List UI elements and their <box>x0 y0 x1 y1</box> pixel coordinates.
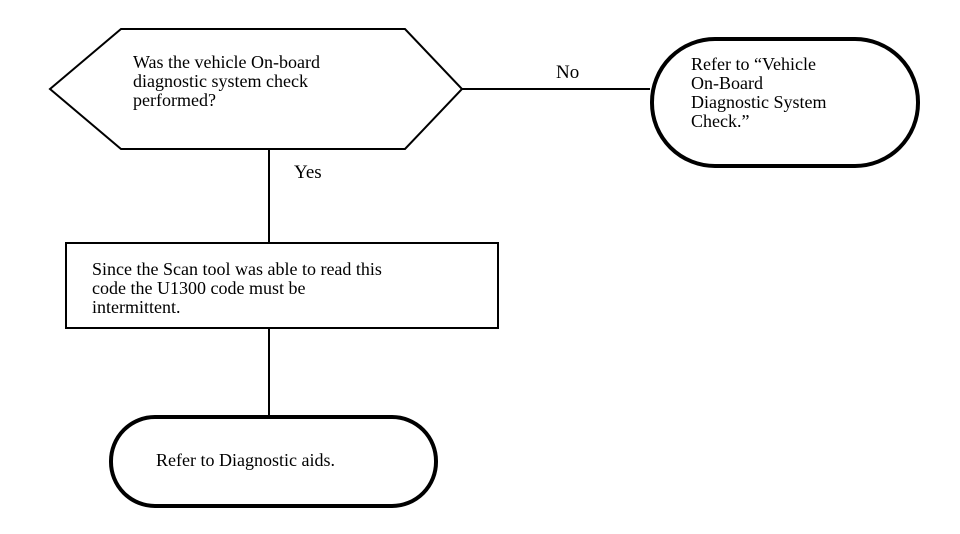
no-terminal-shape <box>650 37 920 168</box>
final-terminal-text: Refer to Diagnostic aids. <box>156 450 335 470</box>
process-text: Since the Scan tool was able to read thi… <box>92 259 382 317</box>
yes-label: Yes <box>294 162 322 183</box>
decision-shape <box>48 28 464 150</box>
process-shape <box>65 242 499 329</box>
no-label: No <box>556 62 580 83</box>
no-terminal-text: Refer to “Vehicle On-Board Diagnostic Sy… <box>691 54 827 131</box>
final-terminal-shape <box>109 415 438 508</box>
decision-text: Was the vehicle On-board diagnostic syst… <box>133 52 320 110</box>
